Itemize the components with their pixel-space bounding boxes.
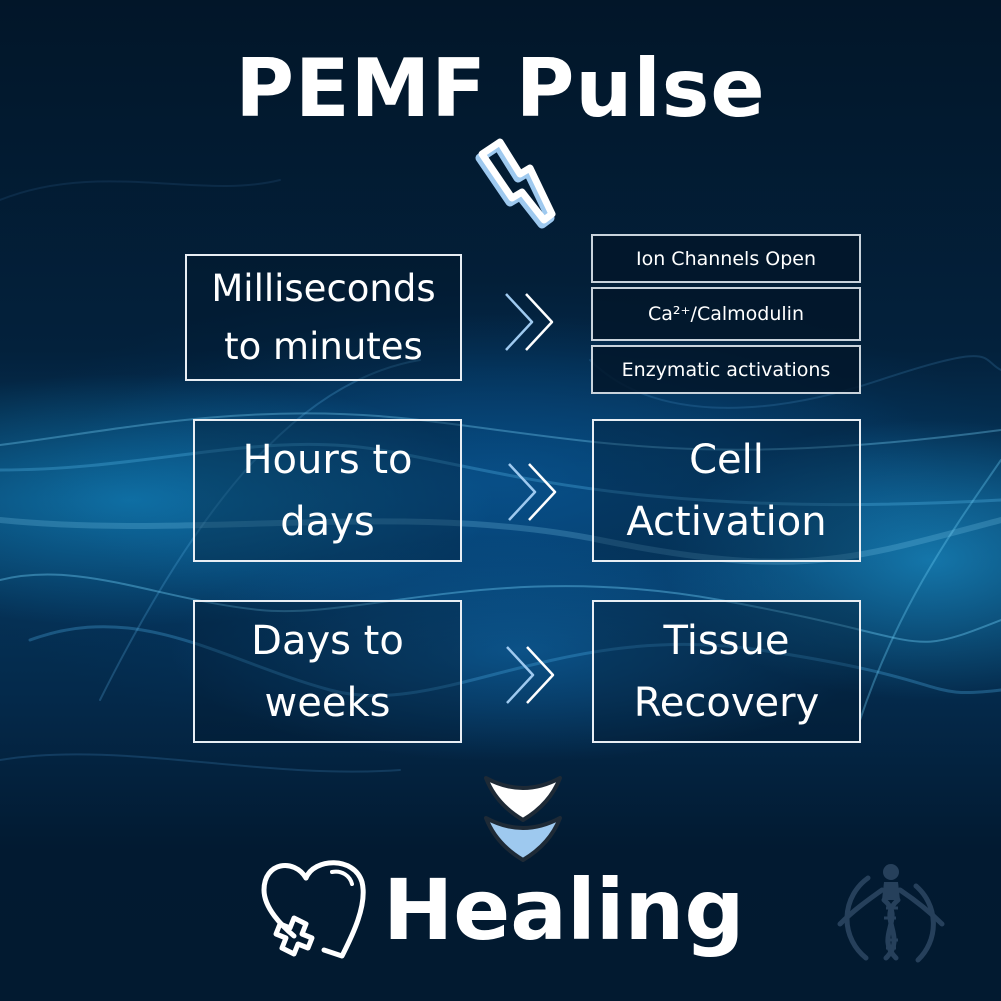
outcome-label: Healing — [383, 861, 745, 959]
effect-label-line1: Tissue — [663, 617, 790, 664]
effect-label: Ion Channels Open — [636, 247, 816, 270]
effect-box-calmodulin: Ca²⁺/Calmodulin — [591, 287, 861, 341]
effect-label-line2: Activation — [626, 498, 827, 545]
timeframe-box-days: Days to weeks — [193, 600, 462, 743]
timeframe-label-line2: weeks — [264, 679, 391, 726]
timeframe-label-line1: Milliseconds — [211, 266, 436, 310]
timeframe-label-line1: Days to — [251, 617, 404, 664]
timeframe-box-hours: Hours to days — [193, 419, 462, 562]
effect-box-enzymatic: Enzymatic activations — [591, 345, 861, 394]
effect-box-cell-activation: Cell Activation — [592, 419, 861, 562]
double-chevron-right-icon — [506, 646, 555, 704]
effect-box-ion-channels: Ion Channels Open — [591, 234, 861, 283]
double-chevron-down-icon — [484, 776, 562, 862]
double-chevron-right-icon — [505, 293, 554, 351]
effect-box-tissue-recovery: Tissue Recovery — [592, 600, 861, 743]
effect-label-line1: Cell — [689, 436, 764, 483]
double-chevron-right-icon — [508, 463, 557, 521]
timeframe-box-milliseconds: Milliseconds to minutes — [185, 254, 462, 381]
effect-label: Ca²⁺/Calmodulin — [648, 303, 804, 325]
heart-with-cross-icon — [261, 860, 366, 959]
lightning-bolt-icon — [475, 138, 556, 229]
page-title: PEMF Pulse — [235, 42, 766, 135]
timeframe-label-line2: days — [280, 498, 375, 545]
effect-label-line2: Recovery — [633, 679, 820, 726]
timeframe-label-line2: to minutes — [224, 324, 423, 368]
timeframe-label-line1: Hours to — [242, 436, 413, 483]
dna-human-figure-logo — [837, 864, 945, 963]
effect-label: Enzymatic activations — [621, 358, 831, 381]
